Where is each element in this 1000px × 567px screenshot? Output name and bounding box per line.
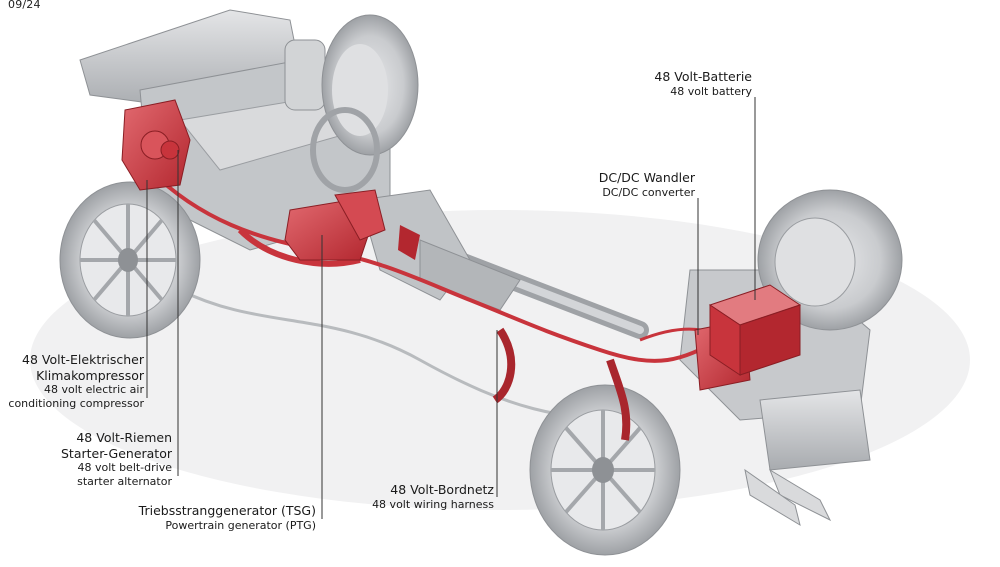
muffler [759,389,871,471]
steering-wheel [310,107,380,193]
powertrain-generator-housing [334,189,386,241]
gearbox-housing [419,239,521,311]
label-tsg: Triebsstranggenerator (TSG) Powertrain g… [139,503,316,532]
wiring-harness-rear [606,358,631,441]
generator-bracket [398,225,420,260]
label-battery-en: 48 volt battery [670,84,752,98]
wiring-harness-main [148,168,721,363]
label-compressor-de1: 48 Volt-Elektrischer [22,352,144,367]
wheel-rear-right [757,189,903,331]
label-bsg-de2: Starter-Generator [60,445,172,461]
label-wiring: 48 Volt-Bordnetz 48 volt wiring harness [372,482,494,511]
label-tsg-en: Powertrain generator (PTG) [165,518,316,532]
front-strut [284,39,326,111]
label-tsg-de: Triebsstranggenerator (TSG) [138,503,316,518]
belt-starter-generator [160,140,180,160]
label-dcdc-de: DC/DC Wandler [598,170,695,185]
label-bsg-en2: starter alternator [77,475,172,488]
label-compressor-de2: Klimakompressor [36,367,144,383]
wiring-harness-front [237,227,361,267]
label-battery: 48 Volt-Batterie 48 volt battery [654,69,752,98]
label-battery-de: 48 Volt-Batterie [654,69,752,84]
label-wiring-en: 48 volt wiring harness [372,497,494,511]
wiring-harness-mid [492,327,516,404]
label-compressor-en2: conditioning compressor [8,397,144,410]
battery-48v [708,284,802,376]
wheel-rear-left [529,384,681,556]
label-dcdc: DC/DC Wandler DC/DC converter [599,170,695,199]
exhaust-tip-2 [744,468,801,527]
label-dcdc-en: DC/DC converter [602,185,695,199]
leader-lines [146,97,756,519]
page-number: 09/24 [8,0,41,11]
label-bsg-en1: 48 volt belt-drive [77,461,172,475]
exhaust-tip-1 [768,468,832,522]
label-compressor: 48 Volt-Elektrischer Klimakompressor 48 … [8,352,144,411]
label-wiring-de: 48 Volt-Bordnetz [390,482,494,497]
wheel-front-left [59,181,201,339]
label-bsg: 48 Volt-Riemen Starter-Generator 48 volt… [61,430,172,489]
label-compressor-en1: 48 volt electric air [44,383,144,397]
wheel-front-right [321,14,419,156]
label-bsg-de1: 48 Volt-Riemen [76,430,172,445]
